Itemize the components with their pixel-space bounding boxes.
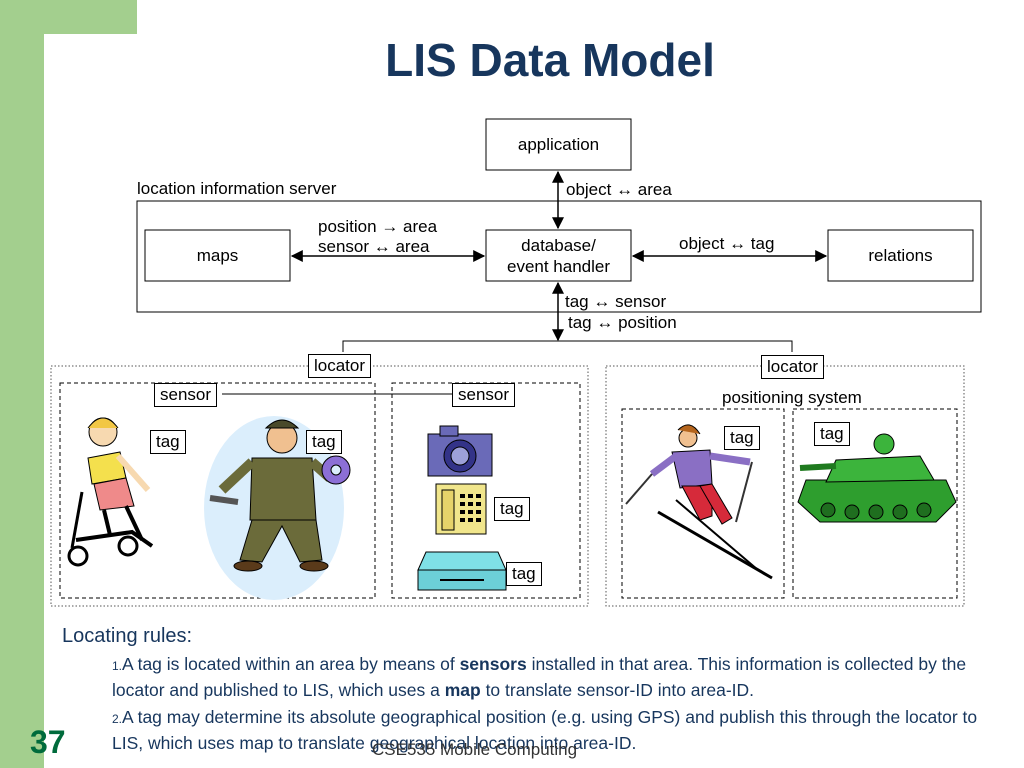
rule-1: 1.A tag is located within an area by mea… [112, 652, 992, 702]
locator-right: locator [761, 355, 825, 379]
database-label-line1: database/ [521, 235, 596, 255]
object-area-label: object ↔ area [566, 180, 672, 199]
position-area-left [621, 408, 785, 599]
tag-tank: tag [814, 422, 850, 446]
rule-1-number: 1. [112, 659, 123, 673]
database-label-line2: event handler [506, 256, 611, 276]
database-box [485, 229, 632, 282]
sensor-right: sensor [452, 383, 516, 407]
tank-icon [797, 433, 957, 523]
relations-box-label: relations [868, 246, 933, 265]
disk-drive-icon [417, 551, 507, 591]
skier-icon [625, 424, 773, 580]
rule-1-text-c: to translate sensor-ID into area-ID. [480, 680, 755, 700]
slide-title: LIS Data Model [385, 34, 715, 86]
tag-sensor-label: tag ↔ sensor [565, 292, 667, 311]
lis-label: location information server [137, 179, 337, 198]
tag-disk: tag [506, 562, 542, 586]
top-band [44, 0, 137, 34]
object-tag-label: object ↔ tag [679, 234, 775, 253]
tag-child: tag [150, 430, 186, 454]
position-area-label: position → area [318, 217, 438, 236]
mechanic-with-gears-icon [204, 416, 351, 600]
sensor-area-left [59, 382, 376, 599]
tag-skier: tag [724, 426, 760, 450]
rule-2-text: A tag may determine its absolute geograp… [112, 707, 978, 753]
rule-1-text-a: A tag is located within an area by means… [122, 654, 460, 674]
rule-1-text-b: installed in that area. This information… [112, 654, 967, 700]
database-box-label: database/ event handler [486, 230, 631, 281]
relations-box [827, 229, 974, 282]
tag-mechanic: tag [306, 430, 342, 454]
locator-links [342, 340, 793, 352]
positioning-system-label: positioning system [722, 388, 862, 407]
rules-heading: Locating rules: [62, 625, 193, 647]
camera-icon [427, 425, 493, 477]
application-box-label: application [517, 135, 600, 154]
telephone-icon [435, 483, 487, 535]
page-number: 37 [30, 724, 66, 760]
footer-course: CSE535 Mobile Computing [372, 740, 578, 759]
child-on-scooter-icon [67, 417, 154, 567]
sensor-area-label: sensor ↔ area [318, 237, 430, 256]
rule-1-bold-map: map [444, 680, 481, 700]
locator-left: locator [308, 354, 372, 378]
rule-2: 2.A tag may determine its absolute geogr… [112, 705, 992, 755]
maps-box-label: maps [196, 246, 239, 265]
rule-2-number: 2. [112, 712, 123, 726]
sidebar-band [0, 0, 44, 768]
position-area-right [792, 408, 958, 599]
tag-telephone: tag [494, 497, 530, 521]
tag-position-label: tag ↔ position [568, 313, 677, 332]
rule-1-bold-sensors: sensors [459, 654, 527, 674]
sensor-left: sensor [154, 383, 218, 407]
maps-box [144, 229, 291, 282]
application-box [485, 118, 632, 171]
